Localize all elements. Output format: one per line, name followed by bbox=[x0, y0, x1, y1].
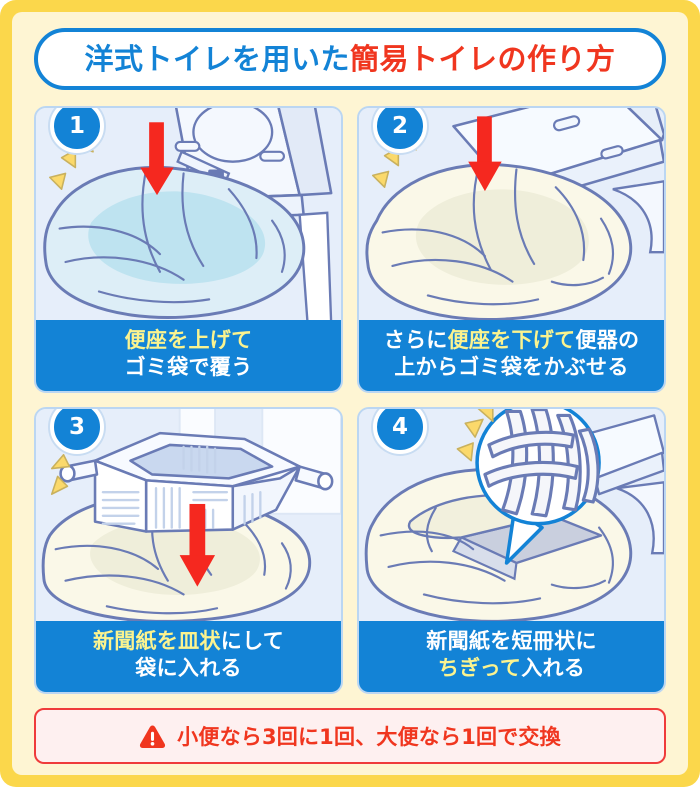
caption-highlight: ちぎって bbox=[437, 656, 522, 681]
caption-highlight: 新聞紙を皿状 bbox=[92, 628, 221, 653]
step-panel-4: 4 bbox=[357, 407, 666, 694]
down-arrow-icon bbox=[179, 503, 216, 587]
step-caption-1: 便座を上げて ゴミ袋で覆う bbox=[36, 319, 341, 391]
step-number-badge-1: 1 bbox=[50, 108, 104, 153]
step-number-badge-2: 2 bbox=[373, 108, 427, 153]
sparkle-icon bbox=[456, 409, 494, 462]
step-panel-1: 1 bbox=[34, 106, 343, 393]
step-illustration-1 bbox=[36, 108, 341, 320]
step-panel-3: 3 bbox=[34, 407, 343, 694]
down-arrow-icon bbox=[140, 122, 174, 196]
caption-plain: 袋に入れる bbox=[135, 656, 242, 681]
title-segment-red: 簡易トイレの作り方 bbox=[350, 41, 616, 76]
note-text: 小便なら3回に1回、大便なら1回で交換 bbox=[177, 725, 561, 749]
down-arrow-icon bbox=[468, 116, 502, 192]
page-title-text: 洋式トイレを用いた簡易トイレの作り方 bbox=[84, 41, 616, 76]
step-number-badge-4: 4 bbox=[373, 409, 427, 454]
caption-suffix: 入れる bbox=[521, 656, 586, 681]
step-illustration-2 bbox=[359, 108, 664, 320]
step-number-badge-3: 3 bbox=[50, 409, 104, 454]
step-panel-2: 2 bbox=[357, 106, 666, 393]
caption-plain: ゴミ袋で覆う bbox=[124, 355, 253, 380]
caption-plain: 新聞紙を短冊状に bbox=[426, 628, 597, 653]
caption-plain: 上からゴミ袋をかぶせる bbox=[394, 355, 629, 380]
step-caption-3: 新聞紙を皿状にして 袋に入れる bbox=[36, 620, 341, 692]
title-segment-blue: 洋式トイレを用いた bbox=[84, 41, 350, 76]
page-title: 洋式トイレを用いた簡易トイレの作り方 bbox=[34, 28, 666, 90]
note-banner: 小便なら3回に1回、大便なら1回で交換 bbox=[34, 708, 666, 764]
warning-triangle-icon bbox=[140, 724, 166, 748]
caption-highlight: 便座を上げて bbox=[124, 327, 253, 352]
caption-highlight: 便座を下げて bbox=[447, 327, 576, 352]
poster-inner: 洋式トイレを用いた簡易トイレの作り方 1 bbox=[12, 12, 688, 775]
step-caption-2: さらに便座を下げて便器の 上からゴミ袋をかぶせる bbox=[359, 319, 664, 391]
steps-grid: 1 bbox=[34, 106, 666, 694]
caption-suffix: 便器の bbox=[575, 327, 640, 352]
step-illustration-3 bbox=[36, 409, 341, 621]
caption-suffix: にして bbox=[220, 628, 285, 653]
step-caption-4: 新聞紙を短冊状に ちぎって入れる bbox=[359, 620, 664, 692]
caption-prefix: さらに bbox=[383, 327, 448, 352]
step-illustration-4 bbox=[359, 409, 664, 621]
